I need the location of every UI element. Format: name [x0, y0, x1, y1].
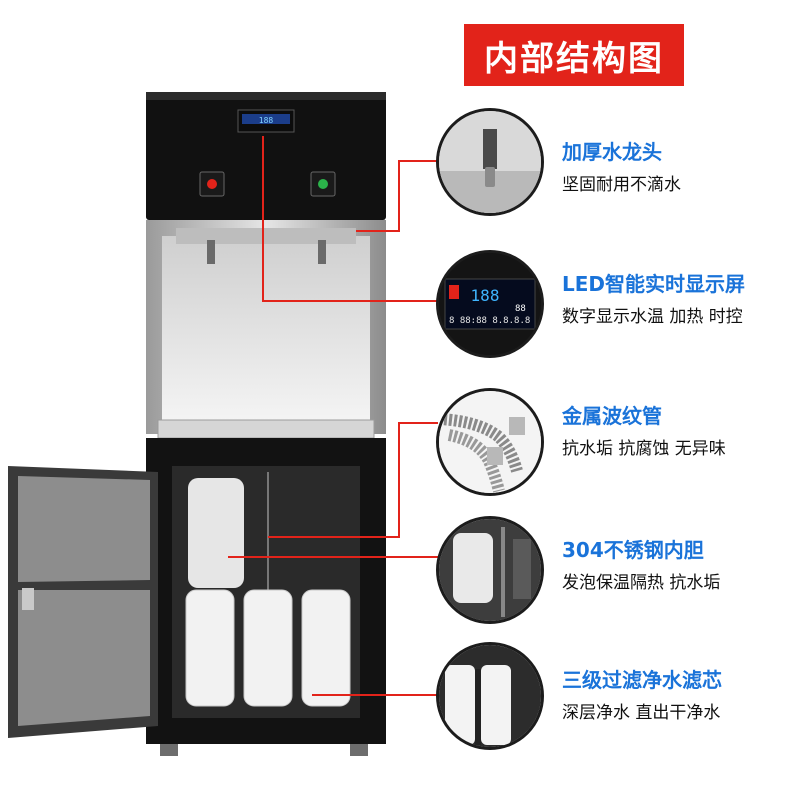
feature-desc-filter: 深层净水 直出干净水: [562, 703, 721, 723]
feature-title-faucet: 加厚水龙头: [562, 140, 662, 164]
leader-line-filter: [312, 694, 438, 696]
filter-cartridge-2: [243, 589, 293, 707]
led-display-icon: 188 88 8 88:88 8.8.8.8: [439, 253, 541, 355]
drip-tray: [157, 419, 375, 439]
corrugated-pipe-icon: [439, 391, 541, 493]
left-faucet: [207, 240, 215, 264]
led-temp2-digits: 88: [515, 304, 526, 314]
led-row2-digits: 8 88:88 8.8.8.8: [449, 316, 530, 326]
faucet-icon: [439, 111, 541, 213]
filter-cartridge-icon: [439, 645, 541, 747]
filter-cartridge-3: [301, 589, 351, 707]
feature-title-filter: 三级过滤净水滤芯: [562, 668, 722, 692]
led-temp-digits: 188: [471, 286, 500, 305]
faucet-closeup: [436, 108, 544, 216]
led-closeup: 188 88 8 88:88 8.8.8.8: [436, 250, 544, 358]
tank-closeup: [436, 516, 544, 624]
page-title-banner: 内部结构图: [464, 24, 684, 86]
leader-line-faucet: [398, 160, 438, 162]
leader-line-faucet-v: [398, 160, 400, 232]
top-display-digits: 188: [259, 116, 274, 125]
filter-closeup: [436, 642, 544, 750]
leader-line-pipe-h2: [398, 422, 438, 424]
water-dispenser-illustration: 188: [8, 92, 386, 756]
feature-title-led: LED智能实时显示屏: [562, 272, 746, 296]
leader-line-pipe: [268, 536, 400, 538]
feature-title-tank: 304不锈钢内胆: [562, 538, 704, 562]
feature-desc-led: 数字显示水温 加热 时控: [562, 307, 743, 327]
pipe-closeup: [436, 388, 544, 496]
filter-cartridge-1: [185, 589, 235, 707]
stainless-tank-icon: [439, 519, 541, 621]
feature-desc-tank: 发泡保温隔热 抗水垢: [562, 573, 721, 593]
leader-line-pipe-v: [398, 422, 400, 538]
feature-desc-faucet: 坚固耐用不滴水: [562, 175, 681, 195]
leader-line-led: [262, 136, 264, 302]
right-faucet: [318, 240, 326, 264]
feature-desc-pipe: 抗水垢 抗腐蚀 无异味: [562, 439, 726, 459]
inner-tank: [188, 478, 244, 588]
leader-line-led-h: [262, 300, 438, 302]
leader-line-faucet-h2: [356, 230, 400, 232]
leader-line-tank: [228, 556, 438, 558]
feature-title-pipe: 金属波纹管: [562, 404, 662, 428]
page-title: 内部结构图: [484, 38, 664, 79]
